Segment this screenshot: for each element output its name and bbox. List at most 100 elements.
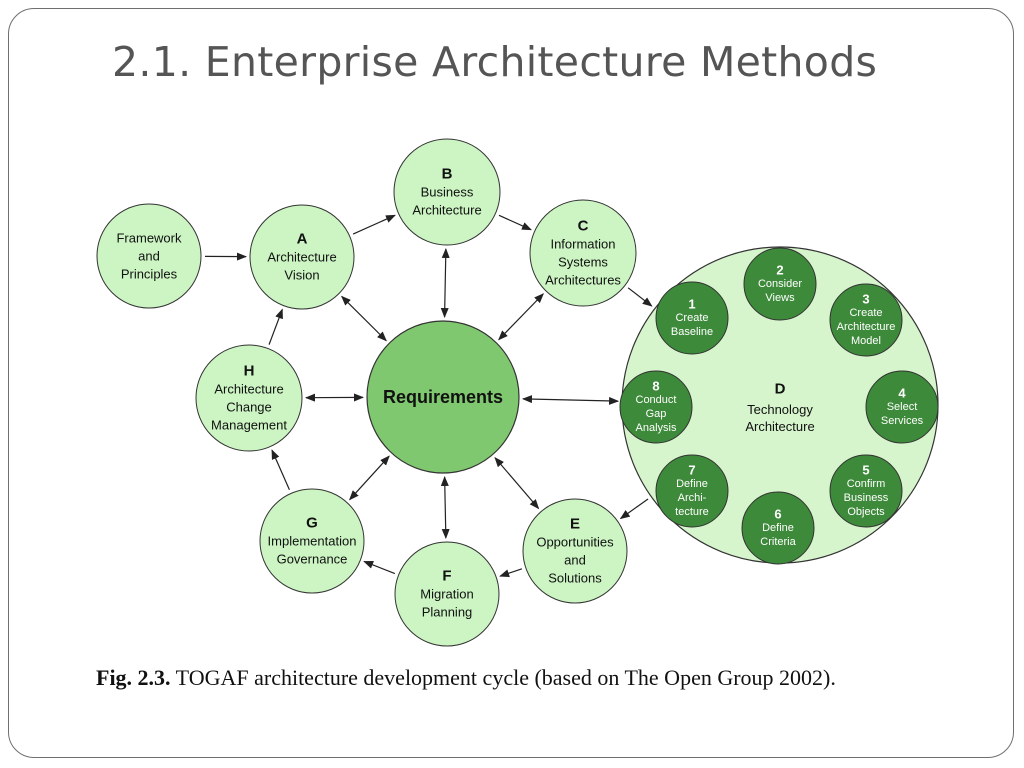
- phase-d-label: Technology: [747, 402, 813, 417]
- diagram-nodes: DTechnologyArchitectureFrameworkandPrinc…: [96, 138, 939, 647]
- phase-g-node-label: Implementation: [268, 534, 357, 549]
- d-step-7-node-circle: [655, 454, 729, 528]
- phase-a-node-id: A: [297, 231, 308, 248]
- d-step-7-node-label: tecture: [675, 506, 709, 518]
- phase-b-node-circle: [393, 138, 501, 246]
- phase-f-node-id: F: [442, 568, 451, 585]
- phase-h-node-label: Architecture: [214, 382, 283, 397]
- slide-title: 2.1. Enterprise Architecture Methods: [112, 38, 878, 86]
- edge-c-to-d: [627, 287, 653, 307]
- d-step-7-node-id: 7: [688, 463, 695, 478]
- d-step-7-node-label: Archi-: [678, 492, 707, 504]
- d-step-8-node-circle: [619, 370, 693, 444]
- d-step-8-node-label: Conduct: [636, 394, 677, 406]
- edge-requirements-f: [440, 475, 450, 540]
- d-step-3-node-id: 3: [862, 292, 869, 307]
- edge-d-to-e: [619, 498, 649, 520]
- d-step-4-node-circle: [865, 370, 939, 444]
- phase-g-node-label: Governance: [277, 552, 348, 567]
- edge-b-to-c: [498, 214, 532, 231]
- phase-d-id: D: [775, 381, 786, 398]
- d-step-8-node-label: Analysis: [636, 422, 677, 434]
- d-step-1-node-circle: [655, 281, 729, 355]
- d-step-2-node-circle: [743, 247, 817, 321]
- caption-label: Fig. 2.3.: [96, 665, 171, 690]
- phase-e-node-label: and: [564, 553, 586, 568]
- d-step-6-node-id: 6: [774, 507, 781, 522]
- phase-g-node-id: G: [306, 515, 318, 532]
- phase-e-node-label: Opportunities: [536, 535, 614, 550]
- requirements-node-label: Requirements: [383, 387, 503, 407]
- edge-requirements-b: [440, 247, 450, 319]
- phase-g-node-circle: [259, 488, 365, 594]
- d-step-3-node-label: Architecture: [837, 321, 896, 333]
- d-step-7-node-label: Define: [676, 478, 708, 490]
- phase-c-node-label: Architectures: [545, 273, 621, 288]
- d-step-3-node-label: Create: [849, 307, 882, 319]
- phase-d-label: Architecture: [745, 419, 814, 434]
- d-step-2-node-id: 2: [776, 263, 783, 278]
- phase-c-node-label: Systems: [558, 255, 608, 270]
- phase-f-node-circle: [394, 541, 500, 647]
- d-step-6-node-label: Criteria: [760, 536, 796, 548]
- d-step-8-node-id: 8: [652, 379, 659, 394]
- edge-g-to-h: [271, 449, 290, 490]
- phase-e-node-circle: [522, 498, 628, 604]
- phase-f-node-label: Migration: [420, 587, 473, 602]
- framework-principles-node-label: Principles: [121, 267, 178, 282]
- d-step-4-node-label: Services: [881, 415, 924, 427]
- requirements-node-circle: [366, 320, 520, 474]
- phase-h-node-label: Management: [211, 418, 287, 433]
- framework-principles-node-label: and: [138, 249, 160, 264]
- phase-c-node-label: Information: [550, 237, 615, 252]
- edge-h-to-a: [268, 308, 283, 345]
- d-step-5-node-label: Confirm: [847, 478, 886, 490]
- figure-caption: Fig. 2.3. TOGAF architecture development…: [96, 664, 940, 691]
- edge-requirements-d: [521, 395, 620, 405]
- caption-text: TOGAF architecture development cycle (ba…: [170, 665, 836, 690]
- framework-principles-node-label: Framework: [116, 231, 182, 246]
- phase-a-node-label: Architecture: [267, 250, 336, 265]
- d-step-3-node-label: Model: [851, 335, 881, 347]
- phase-e-node-id: E: [570, 516, 580, 533]
- edge-requirements-a: [341, 295, 387, 342]
- d-step-1-node-id: 1: [688, 297, 695, 312]
- d-step-2-node-label: Consider: [758, 278, 802, 290]
- d-step-6-node-circle: [741, 491, 815, 565]
- phase-h-node-circle: [195, 344, 303, 452]
- d-step-5-node-id: 5: [862, 463, 869, 478]
- edge-requirements-e: [494, 456, 540, 510]
- phase-c-node-id: C: [578, 218, 589, 235]
- d-step-5-node-label: Business: [844, 492, 889, 504]
- d-step-3-node-circle: [829, 283, 903, 357]
- d-step-1-node-label: Create: [675, 312, 708, 324]
- d-step-4-node-label: Select: [887, 401, 918, 413]
- edge-requirements-g: [349, 455, 390, 501]
- phase-c-node-circle: [529, 199, 637, 307]
- d-step-5-node-circle: [829, 454, 903, 528]
- d-step-4-node-id: 4: [898, 386, 906, 401]
- d-step-6-node-label: Define: [762, 522, 794, 534]
- phase-h-node-label: Change: [226, 400, 272, 415]
- d-step-1-node-label: Baseline: [671, 326, 713, 338]
- phase-e-node-label: Solutions: [548, 571, 602, 586]
- requirements-node: Requirements: [366, 320, 520, 474]
- diagram-edges: [204, 214, 889, 578]
- phase-b-node-label: Architecture: [412, 203, 481, 218]
